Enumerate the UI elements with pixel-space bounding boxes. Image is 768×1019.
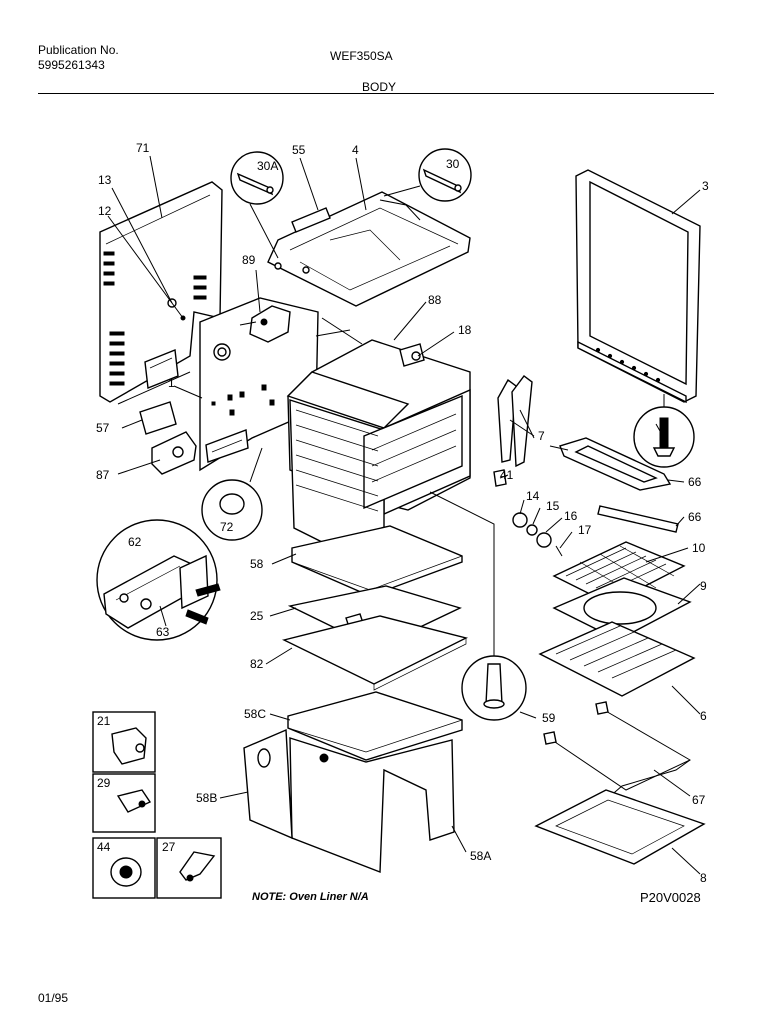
oven-liner-note: NOTE: Oven Liner N/A bbox=[252, 891, 369, 903]
label-66-top: 66 bbox=[688, 475, 702, 489]
panel-82 bbox=[281, 615, 468, 685]
element-66 bbox=[549, 437, 672, 491]
label-57: 57 bbox=[96, 421, 110, 435]
label-25: 25 bbox=[250, 609, 264, 623]
label-16: 16 bbox=[564, 509, 578, 523]
label-58: 58 bbox=[250, 557, 264, 571]
label-59: 59 bbox=[542, 711, 556, 725]
label-66-bottom: 66 bbox=[688, 510, 702, 524]
label-3: 3 bbox=[702, 179, 709, 193]
bake-element-67 bbox=[543, 701, 691, 799]
publication-number: 5995261343 bbox=[38, 58, 105, 72]
element-66b bbox=[597, 505, 679, 533]
label-15: 15 bbox=[546, 499, 560, 513]
label-6-screw: 6 bbox=[660, 417, 667, 431]
drip-tray-8 bbox=[534, 789, 706, 865]
detail-box-27 bbox=[156, 837, 222, 899]
label-14: 14 bbox=[526, 489, 540, 503]
knob-16 bbox=[536, 532, 552, 548]
strip-55 bbox=[291, 207, 331, 233]
label-72: 72 bbox=[220, 520, 234, 534]
label-67: 67 bbox=[692, 793, 706, 807]
model-number: WEF350SA bbox=[330, 49, 393, 63]
top-panel bbox=[267, 191, 471, 307]
label-58c: 58C bbox=[244, 707, 266, 721]
label-44: 44 bbox=[97, 840, 111, 854]
detail-30a bbox=[230, 151, 284, 259]
leader-lines bbox=[107, 155, 701, 875]
broil-pan-9 bbox=[552, 577, 692, 641]
label-55: 55 bbox=[292, 143, 306, 157]
back-panel bbox=[99, 181, 223, 405]
label-63: 63 bbox=[156, 625, 170, 639]
label-8: 8 bbox=[700, 871, 707, 885]
detail-72 bbox=[201, 447, 263, 541]
label-4: 4 bbox=[352, 143, 359, 157]
label-9: 9 bbox=[700, 579, 707, 593]
door-frame bbox=[575, 169, 701, 404]
label-29: 29 bbox=[97, 776, 111, 790]
label-10: 10 bbox=[692, 541, 706, 555]
header-rule bbox=[38, 93, 714, 94]
label-1: 1 bbox=[168, 376, 175, 390]
label-62: 62 bbox=[128, 535, 142, 549]
label-13: 13 bbox=[98, 173, 112, 187]
oven-cavity bbox=[286, 317, 471, 577]
detail-30 bbox=[383, 148, 472, 202]
detail-box-29 bbox=[92, 773, 156, 833]
label-21: 21 bbox=[97, 714, 111, 728]
label-58a: 58A bbox=[470, 849, 491, 863]
label-7: 7 bbox=[538, 429, 545, 443]
detail-59 bbox=[429, 491, 527, 721]
detail-box-44 bbox=[92, 837, 156, 899]
label-88: 88 bbox=[428, 293, 442, 307]
wire-17 bbox=[555, 545, 563, 557]
knob-14 bbox=[512, 512, 528, 528]
label-58b: 58B bbox=[196, 791, 217, 805]
label-12: 12 bbox=[98, 204, 112, 218]
label-41: 41 bbox=[500, 468, 514, 482]
oven-rack-6 bbox=[538, 621, 696, 697]
label-6-rack: 6 bbox=[700, 709, 707, 723]
label-30a: 30A bbox=[257, 159, 278, 173]
label-17: 17 bbox=[578, 523, 592, 537]
detail-bracket-62 bbox=[96, 519, 221, 641]
label-18: 18 bbox=[458, 323, 472, 337]
bracket-87 bbox=[151, 431, 197, 475]
detail-box-21 bbox=[92, 711, 156, 773]
knob-15 bbox=[526, 524, 538, 536]
label-71: 71 bbox=[136, 141, 150, 155]
label-89: 89 bbox=[242, 253, 256, 267]
base-assembly bbox=[243, 691, 463, 874]
footer-date: 01/95 bbox=[38, 991, 68, 1005]
label-30: 30 bbox=[446, 157, 460, 171]
label-82: 82 bbox=[250, 657, 264, 671]
label-87: 87 bbox=[96, 468, 110, 482]
plate-57 bbox=[139, 401, 177, 435]
heating-element-7 bbox=[497, 375, 535, 468]
bracket-89 bbox=[239, 305, 291, 343]
label-27: 27 bbox=[162, 840, 176, 854]
drawing-code: P20V0028 bbox=[640, 890, 701, 905]
publication-label: Publication No. bbox=[38, 43, 119, 57]
section-title: BODY bbox=[362, 80, 397, 94]
